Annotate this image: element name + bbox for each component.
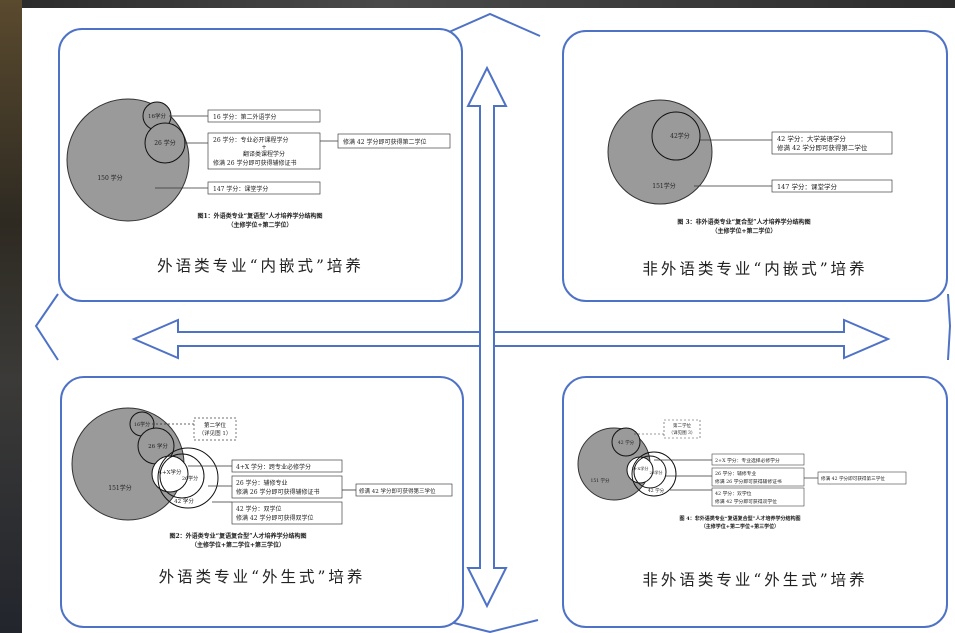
fig2-big-circle-label: 151学分: [108, 484, 131, 492]
fig1-small-circle-label: 16学分: [148, 112, 166, 120]
fig1-box-plus: +: [261, 144, 266, 151]
fig4-box-minor-cert: 修满 26 学分即可获得辅修证书: [715, 478, 782, 485]
fig1-big-circle-label: 150 学分: [97, 174, 122, 182]
fig1-title: 图1：外语类专业“复语型”人才培养学分结构图: [197, 212, 322, 220]
fig2-x-circle-label: 4+X学分: [158, 468, 182, 476]
fig1-mid-circle-label: 26 学分: [154, 139, 176, 147]
fig2-title: 图2：外语类专业“复语复合型”人才培养学分结构图: [169, 532, 306, 540]
cross-arrow-frame: [34, 12, 952, 633]
caption-top-right: 非外语类专业“内嵌式”培养: [642, 260, 868, 278]
panel-non-foreign-language-external: 42 学分 2+X学分 26学分 42 学分 151 学分 第二学位 （详见图 …: [562, 376, 948, 628]
outer-star-outline-right: [947, 293, 952, 361]
fig2-box-minor: 26 学分：辅修专业: [236, 479, 288, 487]
fig2-26-circle-label: 26学分: [182, 475, 198, 482]
fig4-26-circle-label: 26学分: [649, 469, 662, 475]
panel-non-foreign-language-embedded: 42学分 151学分 42 学分：大学英语学分 修满 42 学分即可获得第二学位…: [562, 30, 948, 302]
caption-bottom-right: 非外语类专业“外生式”培养: [642, 571, 868, 589]
fig4-box-double-degree-note: 修满 42 学分即可获得双学位: [715, 498, 777, 505]
horizontal-double-arrow: [131, 318, 891, 360]
fig4-top-box-line1: 第二学位: [673, 422, 691, 429]
fig3-box-college-english: 42 学分：大学英语学分: [777, 134, 846, 143]
outer-star-outline-left: [34, 293, 59, 361]
fig2-mid-circle-label: 26 学分: [148, 442, 168, 450]
fig2-top-box-line1: 第二学位: [204, 421, 227, 429]
fig1-box-second-language: 16 学分：第二外语学分: [213, 113, 277, 121]
fig2-box-minor-cert: 修满 26 学分即可获得辅修证书: [236, 488, 319, 496]
background-edge-left: [0, 0, 22, 633]
fig4-mid-circle-label: 42 学分: [618, 439, 635, 446]
fig1-subtitle: （主修学位+第二学位）: [227, 221, 292, 229]
outer-star-outline: [439, 12, 541, 37]
vertical-double-arrow: [466, 65, 508, 609]
fig2-top-box-line2: （详见图 1）: [199, 429, 232, 437]
fig4-42-circle-label: 42 学分: [648, 487, 665, 494]
outer-star-outline-bottom: [441, 619, 539, 633]
fig1-box-major-courses: 26 学分：专业必开课程学分: [213, 136, 289, 144]
fig2-small-circle-label: 16学分: [134, 421, 150, 428]
figure-4-credit-diagram: 42 学分 2+X学分 26学分 42 学分 151 学分 第二学位 （详见图 …: [577, 419, 907, 530]
fig1-second-degree-note: 修满 42 学分即可获得第二学位: [343, 138, 426, 146]
fig1-box-translation: 翻译类课程学分: [243, 150, 285, 158]
fig1-box-class-credits: 147 学分：课堂学分: [213, 185, 268, 193]
fig2-box-double-degree-note: 修满 42 学分即可获得双学位: [236, 514, 313, 522]
caption-top-left: 外语类专业“内嵌式”培养: [157, 257, 364, 275]
panel-foreign-language-external: 16学分 26 学分 4+X学分 26学分 42 学分 151学分 第二学位 （…: [60, 376, 464, 628]
figure-3-credit-diagram: 42学分 151学分 42 学分：大学英语学分 修满 42 学分即可获得第二学位…: [607, 99, 893, 235]
fig3-subtitle: （主修学位+第二学位）: [711, 227, 776, 235]
fig4-box-double-degree: 42 学分：双学位: [715, 490, 752, 497]
fig4-top-box-line2: （详见图 3）: [669, 429, 696, 436]
fig4-x-circle-label: 2+X学分: [632, 465, 649, 471]
fig3-big-circle-label: 151学分: [652, 182, 675, 190]
fig3-box-class-credits: 147 学分：课堂学分: [777, 182, 837, 191]
fig4-subtitle: （主修学位+第二学位+第三学位）: [701, 523, 779, 530]
fig2-42-circle-label: 42 学分: [174, 497, 194, 505]
panel-foreign-language-embedded: 16学分 26 学分 150 学分 16 学分：第二外语学分 26 学分：专业必…: [58, 28, 463, 302]
fig4-box-major-choice: 2+X 学分：专业选择必修学分: [715, 457, 780, 464]
figure-2-credit-diagram: 16学分 26 学分 4+X学分 26学分 42 学分 151学分 第二学位 （…: [71, 407, 453, 549]
fig3-box-second-degree: 修满 42 学分即可获得第二学位: [777, 143, 868, 152]
fig4-box-minor: 26 学分：辅修专业: [715, 470, 756, 477]
caption-bottom-left: 外语类专业“外生式”培养: [158, 568, 366, 586]
fig3-title: 图 3：非外语类专业“复合型”人才培养学分结构图: [677, 218, 810, 226]
fig3-mid-circle-label: 42学分: [670, 132, 690, 140]
fig2-box-cross-major: 4+X 学分：跨专业必修学分: [236, 463, 311, 471]
fig4-third-degree-note: 修满 42 学分即可获得第三学位: [821, 475, 885, 482]
fig2-third-degree-note: 修满 42 学分即可获得第三学位: [359, 487, 436, 495]
fig2-subtitle: （主修学位+第二学位+第三学位）: [191, 541, 285, 549]
fig4-title: 图 4：非外语类专业“复语复合型”人才培养学分结构图: [680, 515, 801, 522]
fig4-big-circle-label: 151 学分: [590, 477, 610, 484]
fig2-box-double-degree: 42 学分：双学位: [236, 505, 282, 513]
figure-1-credit-diagram: 16学分 26 学分 150 学分 16 学分：第二外语学分 26 学分：专业必…: [66, 98, 451, 229]
fig1-box-minor-cert: 修满 26 学分即可获得辅修证书: [213, 159, 296, 167]
slide-sheet: 16学分 26 学分 150 学分 16 学分：第二外语学分 26 学分：专业必…: [22, 8, 955, 633]
